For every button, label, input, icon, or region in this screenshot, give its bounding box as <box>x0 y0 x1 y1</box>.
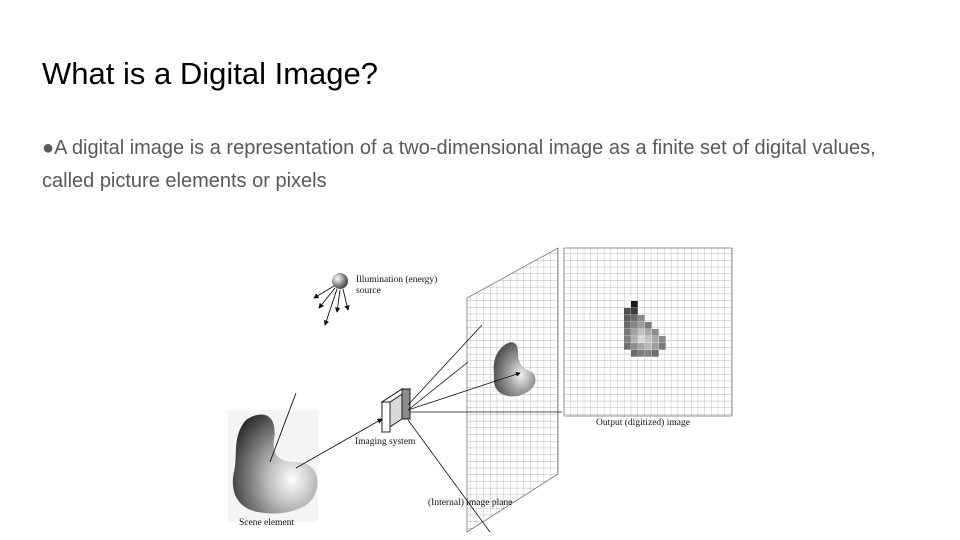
slide-title: What is a Digital Image? <box>42 56 378 91</box>
incoming-ray <box>295 418 383 469</box>
digital-image-diagram: Illumination (energy)source Imaging syst… <box>222 240 742 535</box>
scene-element-label: Scene element <box>239 518 295 528</box>
image-plane-label: (Internal) image plane <box>428 498 513 508</box>
projection-line <box>407 371 521 411</box>
bullet-marker: ● <box>42 137 55 159</box>
diagram-svg <box>228 247 733 533</box>
illumination-source <box>313 273 350 326</box>
illumination-label: Illumination (energy)source <box>356 275 438 296</box>
internal-image-plane <box>466 247 559 533</box>
reflected-ray <box>269 392 297 463</box>
output-image-label: Output (digitized) image <box>596 418 690 428</box>
projection-line <box>407 419 491 533</box>
imaging-system-label: Imaging system <box>355 437 416 447</box>
imaging-system <box>380 388 412 433</box>
bullet-paragraph: ●A digital image is a representation of … <box>42 132 922 198</box>
output-digitized-image <box>563 247 733 417</box>
bullet-text: A digital image is a representation of a… <box>42 137 876 192</box>
projection-line <box>407 361 469 411</box>
scene-element <box>228 410 318 522</box>
projection-line <box>407 324 483 406</box>
